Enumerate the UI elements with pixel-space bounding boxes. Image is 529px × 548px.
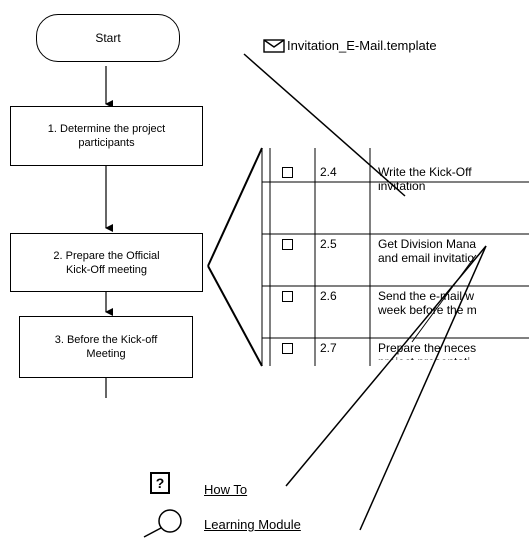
template-label: Invitation_E-Mail.template xyxy=(287,38,437,53)
step-3-box: 3. Before the Kick-off Meeting xyxy=(19,316,193,378)
start-node: Start xyxy=(36,14,180,62)
step-number: 2.4 xyxy=(320,165,337,179)
help-question-icon: ? xyxy=(150,472,170,494)
step-number: 2.6 xyxy=(320,289,337,303)
checkbox[interactable] xyxy=(282,343,293,354)
how-to-link[interactable]: How To xyxy=(204,482,248,497)
envelope-icon xyxy=(263,39,285,58)
step-description: Get Division Mana and email invitatio xyxy=(378,237,477,265)
step-description: Send the e-mail w week before the m xyxy=(378,289,477,317)
checkbox[interactable] xyxy=(282,167,293,178)
step-number: 2.7 xyxy=(320,341,337,355)
step-description: Prepare the neces project presentati Kno… xyxy=(378,341,477,360)
step-2-box: 2. Prepare the Official Kick-Off meeting xyxy=(10,233,203,292)
step-1-box: 1. Determine the project participants xyxy=(10,106,203,166)
learning-module-link[interactable]: Learning Module xyxy=(204,517,301,532)
checkbox[interactable] xyxy=(282,239,293,250)
checklist: 2.4 Write the Kick-Off invitation 2.5 Ge… xyxy=(258,140,529,360)
checkbox[interactable] xyxy=(282,291,293,302)
step-number: 2.5 xyxy=(320,237,337,251)
magnifier-icon xyxy=(140,508,188,543)
step-description: Write the Kick-Off invitation xyxy=(378,165,472,193)
